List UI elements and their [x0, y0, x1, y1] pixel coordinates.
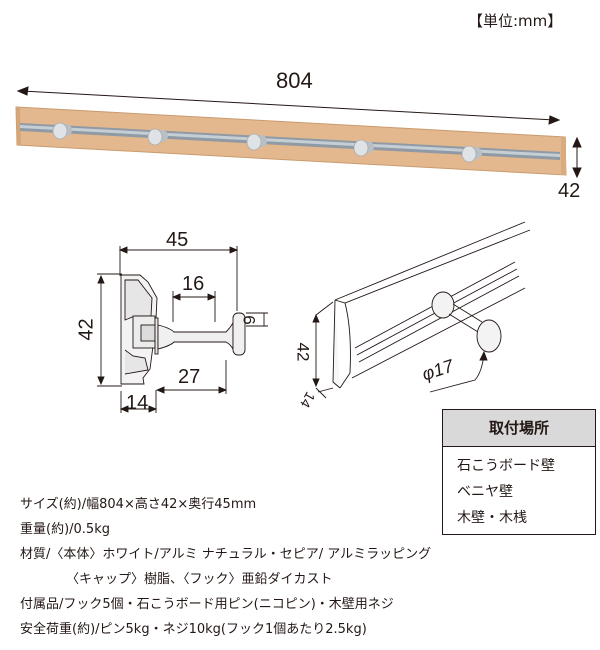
section-height-label: 42 [75, 318, 98, 341]
shaft-dimension-label: 16 [182, 273, 205, 295]
spec-material-cont: 〈キャップ〉樹脂、〈フック〉亜鉛ダイカスト [66, 572, 333, 587]
spec-size: サイズ(約)/幅804×高さ42×奥行45mm [20, 497, 257, 512]
projection-dimension-label: 27 [178, 366, 201, 388]
body-depth-dimension-label: 14 [126, 392, 149, 414]
hook-icon [353, 139, 374, 157]
unit-label: 【単位:mm】 [468, 12, 563, 30]
hook-icon [461, 145, 482, 163]
spec-material: 材質/〈本体〉ホワイト/アルミ ナチュラル・セピア/ アルミラッピング [20, 547, 432, 562]
perspective-drawing [312, 221, 531, 399]
mount-locations-box: 取付場所 石こうボード壁 ベニヤ壁 木壁・木桟 [442, 409, 596, 535]
cross-section-drawing [97, 246, 268, 413]
mount-location-item: 石こうボード壁 [457, 458, 555, 474]
coat-rack-bar [15, 106, 567, 176]
hook-icon [246, 133, 267, 151]
mount-location-item: ベニヤ壁 [457, 484, 513, 500]
hooks [52, 122, 482, 163]
height-dimension-arrow [572, 136, 582, 179]
spec-safe-load: 安全荷重(約)/ピン5kg・ネジ10kg(フック1個あたり2.5kg) [20, 622, 367, 637]
spec-weight: 重量(約)/0.5kg [20, 522, 110, 537]
mount-location-item: 木壁・木桟 [457, 510, 527, 526]
height-dimension-label: 42 [558, 180, 581, 202]
width-dimension-arrow [16, 86, 561, 125]
hook-icon [52, 122, 72, 140]
spec-accessories: 付属品/フック5個・石こうボード用ピン(ニコピン)・木壁用ネジ [20, 597, 394, 612]
head-dimension-label: 6 [239, 315, 259, 325]
mount-locations-title: 取付場所 [443, 410, 595, 447]
width-dimension-label: 804 [276, 68, 313, 93]
hook-icon [147, 128, 168, 146]
depth-dimension-label: 45 [166, 229, 189, 251]
perspective-height-label: 42 [293, 342, 313, 362]
